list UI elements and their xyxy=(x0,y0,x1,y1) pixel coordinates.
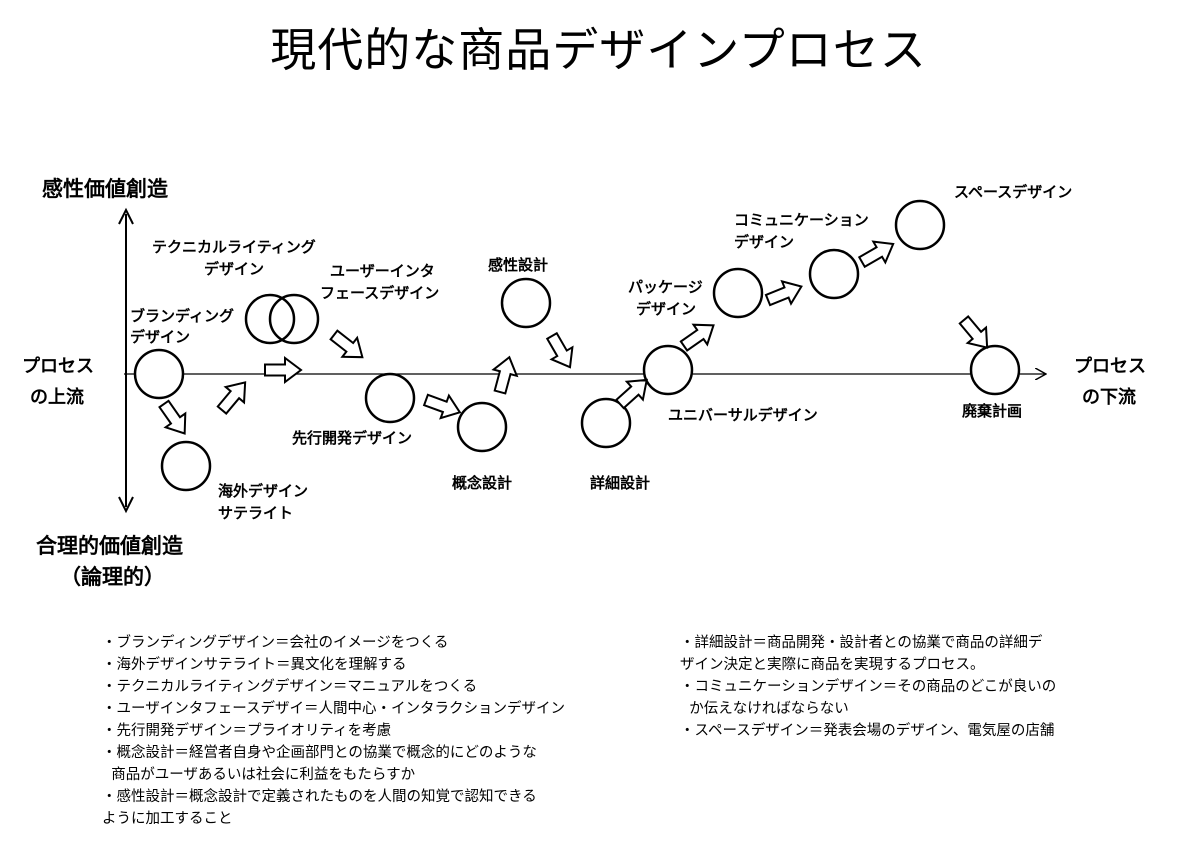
node-technical-label-2: デザイン xyxy=(204,260,264,278)
axis-bottom-sublabel: （論理的） xyxy=(60,565,165,589)
arrow-communication-to-space xyxy=(857,240,895,269)
note-item: か伝えなければならない xyxy=(680,701,849,717)
arrow-kansei-to-detail xyxy=(545,331,574,369)
downstream-sublabel: の下流 xyxy=(1082,386,1136,408)
note-item: ・スペースデザイン＝発表会場のデザイン、電気屋の店舗 xyxy=(680,723,1055,739)
node-space-label: スペースデザイン xyxy=(954,183,1072,201)
node-detail-circle xyxy=(580,397,632,449)
arrow-universal-to-package xyxy=(679,323,715,352)
node-technical-circle-b xyxy=(268,293,320,345)
note-item: ・詳細設計＝商品開発・設計者との協業で商品の詳細デ xyxy=(680,635,1043,651)
node-space-circle xyxy=(894,199,946,251)
node-package-label-1: パッケージ xyxy=(628,278,703,296)
arrow-ui-to-advanced xyxy=(329,329,364,359)
node-ui-label-1: ユーザーインタ xyxy=(330,262,435,280)
node-ui-label-2: フェースデザイン xyxy=(320,284,439,302)
node-branding-label-1: ブランディング xyxy=(130,307,234,325)
note-item: ・ブランディングデザイン＝会社のイメージをつくる xyxy=(102,635,449,651)
node-communication-circle xyxy=(808,248,860,300)
upstream-sublabel: の上流 xyxy=(30,386,84,408)
node-kansei-label: 感性設計 xyxy=(488,256,548,274)
node-concept-circle xyxy=(456,401,508,453)
node-overseas-label-1: 海外デザイン xyxy=(218,482,308,500)
node-disposal-label: 廃棄計画 xyxy=(962,402,1022,420)
node-branding-label-2: デザイン xyxy=(130,328,190,346)
node-branding-circle xyxy=(133,348,185,400)
arrow-concept-to-kansei xyxy=(491,355,519,395)
node-technical-label-1: テクニカルライティング xyxy=(152,238,316,256)
note-item: ・先行開発デザイン＝プライオリティを考慮 xyxy=(102,723,392,739)
note-item: 商品がユーザあるいは社会に利益をもたらすか xyxy=(102,767,416,783)
notes-left: ・ブランディングデザイン＝会社のイメージをつくる ・海外デザインサテライト＝異文… xyxy=(102,632,565,830)
node-package-label-2: デザイン xyxy=(636,300,696,318)
node-kansei-circle xyxy=(500,277,552,329)
note-item: ・テクニカルライティングデザイン＝マニュアルをつくる xyxy=(102,679,478,695)
node-advanced-label: 先行開発デザイン xyxy=(292,429,412,447)
node-communication-label-1: コミュニケーション xyxy=(734,211,869,229)
note-item: ・コミュニケーションデザイン＝その商品のどこが良いの xyxy=(680,679,1057,695)
arrow-technical-to-axis xyxy=(264,356,303,384)
node-concept-label: 概念設計 xyxy=(452,474,512,492)
node-detail-label: 詳細設計 xyxy=(590,474,650,492)
node-universal-circle xyxy=(642,344,694,396)
node-advanced-circle xyxy=(364,372,416,424)
notes-right: ・詳細設計＝商品開発・設計者との協業で商品の詳細デ ザイン決定と実際に商品を実現… xyxy=(680,632,1056,742)
arrow-detail-to-universal xyxy=(614,378,648,410)
axis-bottom-label: 合理的価値創造 xyxy=(36,534,184,558)
upstream-label: プロセス xyxy=(22,355,94,377)
note-item: ・感性設計＝概念設計で定義されたものを人間の知覚で認知できる xyxy=(102,789,537,805)
node-disposal-circle xyxy=(969,344,1021,396)
arrow-overseas-to-technical xyxy=(216,381,247,415)
arrow-advanced-to-concept xyxy=(422,393,462,420)
node-universal-label: ユニバーサルデザイン xyxy=(668,406,818,424)
vertical-axis-down-arrowhead xyxy=(118,496,134,514)
note-item: ・海外デザインサテライト＝異文化を理解する xyxy=(102,657,407,673)
node-package-circle xyxy=(712,267,764,319)
note-item: ・ユーザインタフェースデザイ＝人間中心・インタラクションデザイン xyxy=(102,701,565,717)
vertical-axis-up-arrowhead xyxy=(118,207,134,225)
page-title: 現代的な商品デザインプロセス xyxy=(270,23,927,77)
note-item: ・概念設計＝経営者自身や企画部門との協業で概念的にどのような xyxy=(102,745,537,761)
arrow-package-to-communication xyxy=(764,279,803,307)
node-communication-label-2: デザイン xyxy=(734,233,794,251)
arrow-space-to-disposal xyxy=(958,315,989,349)
node-overseas-circle xyxy=(160,440,212,492)
note-item: ように加工すること xyxy=(102,811,233,827)
node-overseas-label-2: サテライト xyxy=(218,504,293,522)
note-item: ザイン決定と実際に商品を実現するプロセス。 xyxy=(680,657,985,673)
downstream-label: プロセス xyxy=(1074,355,1146,377)
axis-top-label: 感性価値創造 xyxy=(42,177,169,201)
arrow-branding-to-overseas xyxy=(158,399,187,435)
